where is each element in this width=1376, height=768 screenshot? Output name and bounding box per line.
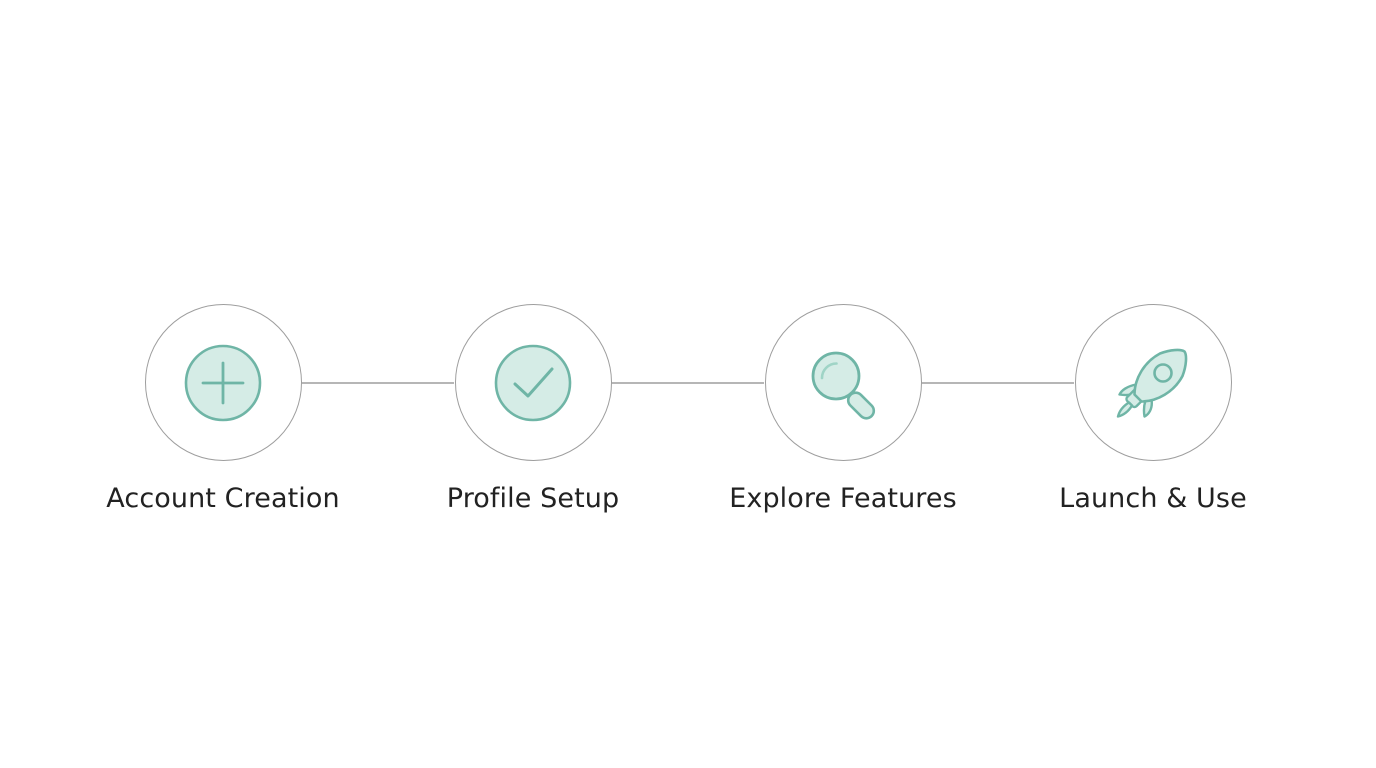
step-label-3: Explore Features	[729, 483, 957, 514]
step-label-4: Launch & Use	[1059, 483, 1247, 514]
step-label-1: Account Creation	[106, 483, 340, 514]
step-item-profile-setup[interactable]: Profile Setup	[413, 304, 653, 516]
step-node-2[interactable]	[454, 304, 612, 461]
step-label-2: Profile Setup	[446, 483, 620, 514]
check-circle-icon	[490, 340, 576, 426]
rocket-icon	[1110, 340, 1196, 426]
step-item-launch-and-use[interactable]: Launch & Use	[1033, 304, 1273, 516]
step-item-account-creation[interactable]: Account Creation	[103, 304, 343, 516]
plus-circle-icon	[180, 340, 266, 426]
step-node-3[interactable]	[764, 304, 922, 461]
step-item-explore-features[interactable]: Explore Features	[723, 304, 963, 516]
magnifier-icon	[800, 340, 886, 426]
step-node-1[interactable]	[144, 304, 302, 461]
step-node-4[interactable]	[1074, 304, 1232, 461]
